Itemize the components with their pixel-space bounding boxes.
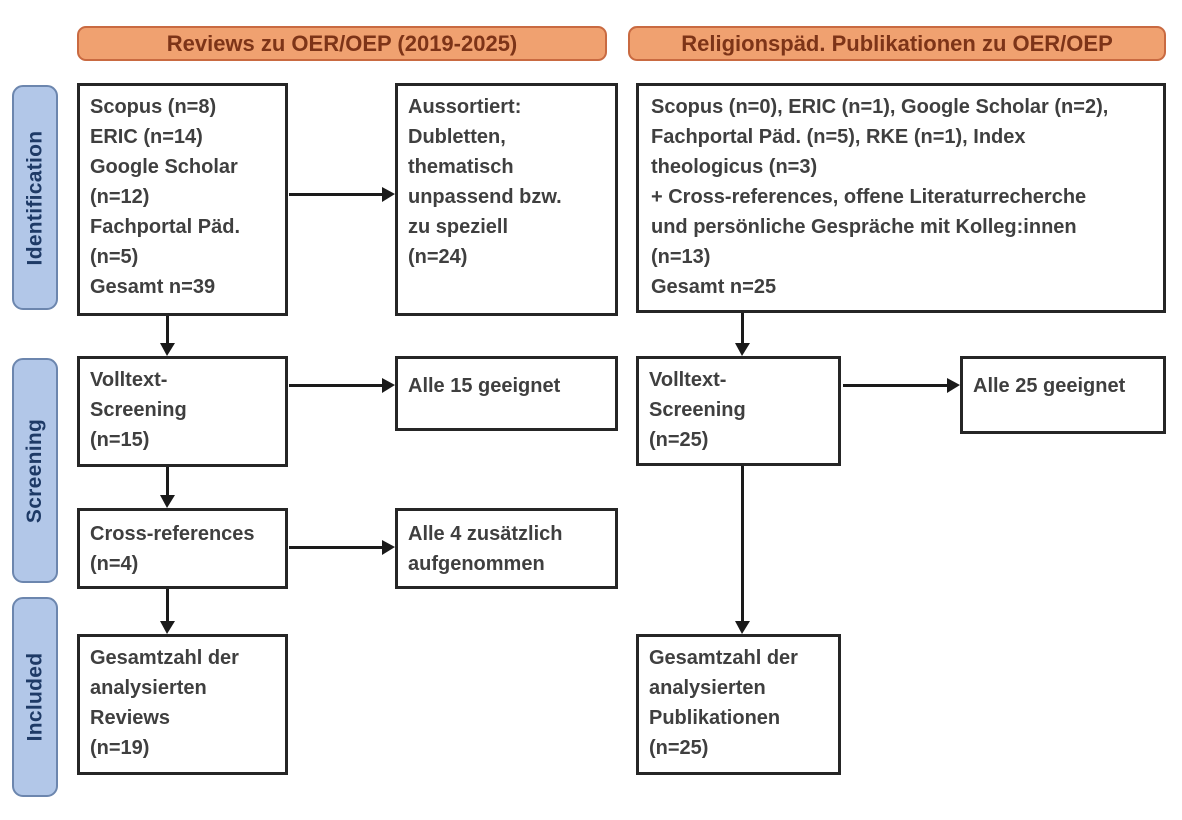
reviews-excluded-box: Aussortiert: Dubletten, thematisch unpas… [395,83,618,316]
arrow-reviews-id-to-fulltext [160,316,175,356]
arrow-pubs-fulltext-to-included [735,466,750,634]
column-header-religionspaed: Religionspäd. Publikationen zu OER/OEP [628,26,1166,61]
reviews-fulltext-screening-box: Volltext- Screening (n=15) [77,356,288,467]
arrow-reviews-crossref-to-included [160,589,175,634]
reviews-crossref-result-box: Alle 4 zusätzlich aufgenommen [395,508,618,589]
stage-label-screening: Screening [12,358,58,583]
arrow-reviews-id-to-excluded [289,187,395,202]
pubs-identification-box: Scopus (n=0), ERIC (n=1), Google Scholar… [636,83,1166,313]
stage-label-included: Included [12,597,58,797]
pubs-included-box: Gesamtzahl der analysierten Publikatione… [636,634,841,775]
column-header-reviews: Reviews zu OER/OEP (2019-2025) [77,26,607,61]
arrow-pubs-id-to-fulltext [735,313,750,356]
reviews-identification-box: Scopus (n=8) ERIC (n=14) Google Scholar … [77,83,288,316]
stage-label-identification-text: Identification [23,130,46,265]
stage-label-screening-text: Screening [23,418,47,523]
stage-label-included-text: Included [23,652,46,742]
arrow-reviews-crossref-to-result [289,540,395,555]
arrow-reviews-fulltext-to-result [289,378,395,393]
reviews-included-box: Gesamtzahl der analysierten Reviews (n=1… [77,634,288,775]
pubs-fulltext-result-box: Alle 25 geeignet [960,356,1166,434]
arrow-reviews-fulltext-to-crossref [160,467,175,508]
arrow-pubs-fulltext-to-result [843,378,960,393]
pubs-fulltext-screening-box: Volltext- Screening (n=25) [636,356,841,466]
stage-label-identification: Identification [12,85,58,310]
reviews-crossref-box: Cross-references (n=4) [77,508,288,589]
reviews-fulltext-result-box: Alle 15 geeignet [395,356,618,431]
